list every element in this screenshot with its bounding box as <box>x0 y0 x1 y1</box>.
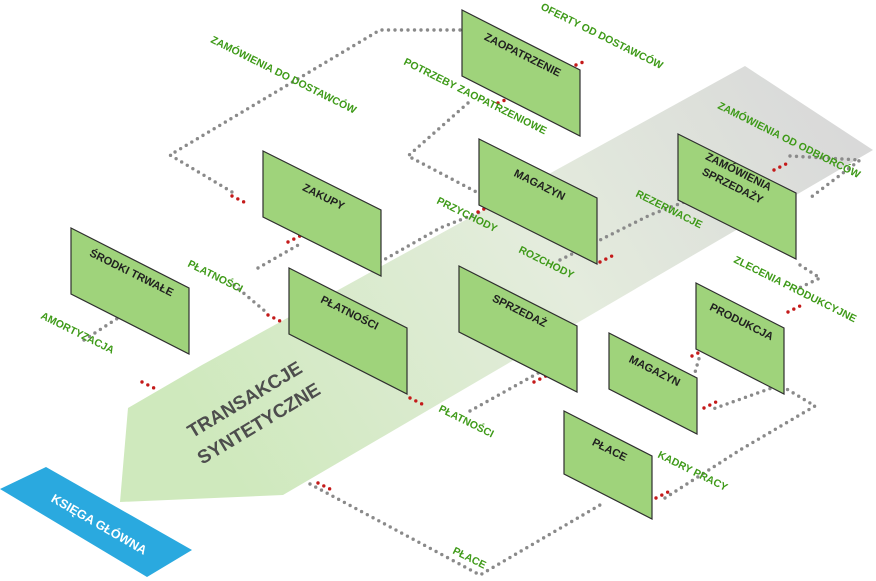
box-produkcja: PRODUKCJA <box>695 282 785 395</box>
flow-label-platnosci-left: PŁATNOŚCI <box>186 257 245 295</box>
box-place: PŁACE <box>563 410 653 520</box>
flow-label-place-bottom: PŁACE <box>451 545 488 572</box>
flow-label-kadry: KADRY PRACY <box>656 449 730 494</box>
box-zakupy: ZAKUPY <box>262 150 382 277</box>
flow-label-amortyzacja: AMORTYZACJA <box>39 310 117 357</box>
red-connector-dots <box>140 58 802 500</box>
flow-label-zamowienia-do-dostawcow: ZAMÓWIENIA DO DOSTAWCÓW <box>209 33 359 117</box>
general-ledger-box <box>0 467 192 577</box>
flow-label-platnosci-bottom: PŁATNOŚCI <box>437 402 496 440</box>
box-magazyn-bottom: MAGAZYN <box>608 332 698 435</box>
